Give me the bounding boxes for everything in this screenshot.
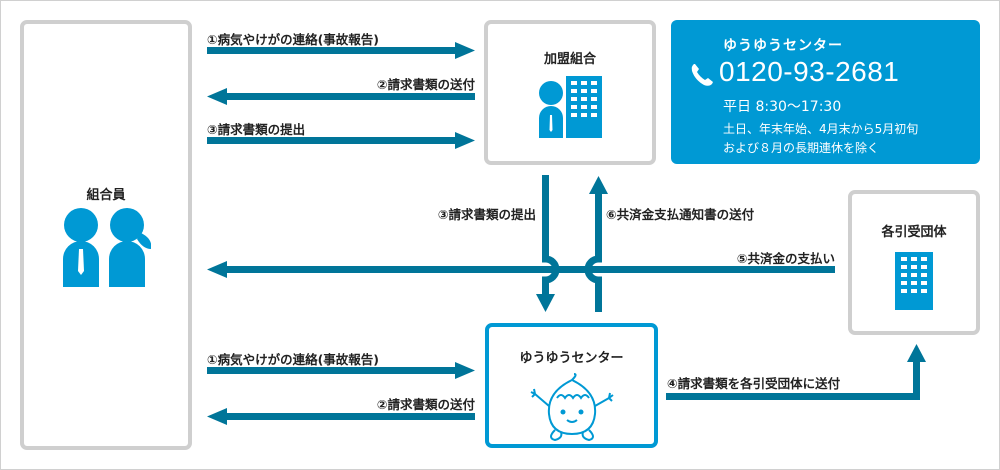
contact-note-1: 土日、年末年始、4月末から5月初旬	[723, 122, 919, 136]
arrow-member-to-union-3	[207, 132, 475, 149]
flow-label-center-to-member-2: ②請求書類の送付	[376, 397, 475, 412]
arrow-center-to-insurers-4	[666, 344, 926, 400]
arrow-center-to-union-6	[584, 192, 602, 312]
flow-label-union-to-member-2: ②請求書類の送付	[376, 77, 475, 92]
contact-panel: ゆうゆうセンター 0120-93-2681 平日 8:30～17:30 土日、年…	[671, 20, 980, 164]
person-building-icon	[539, 76, 602, 138]
contact-hours: 平日 8:30～17:30	[723, 99, 842, 115]
arrow-center-to-union-6-head	[589, 176, 608, 194]
flow-label-center-to-union-6: ⑥共済金支払通知書の送付	[606, 207, 755, 222]
center-box: ゆうゆうセンター	[485, 323, 658, 448]
flow-label-member-to-union-3: ③請求書類の提出	[207, 122, 306, 137]
flow-label-insurers-to-member-5: ⑤共済金の支払い	[736, 251, 835, 266]
arrow-member-to-center-1	[207, 362, 475, 379]
arrow-union-to-center-3-head	[536, 294, 555, 312]
insurers-label: 各引受団体	[881, 225, 947, 240]
member-label: 組合員	[86, 188, 126, 203]
arrow-center-to-member-2	[207, 408, 475, 425]
flow-label-center-to-insurers-4: ④請求書類を各引受団体に送付	[667, 376, 841, 391]
contact-phone-number[interactable]: 0120-93-2681	[719, 56, 900, 87]
building-icon	[895, 252, 933, 310]
contact-name: ゆうゆうセンター	[723, 38, 843, 54]
member-box: 組合員	[20, 20, 192, 450]
flow-label-member-to-union-1: ①病気やけがの連絡(事故報告)	[207, 32, 380, 47]
arrow-union-to-center-3	[542, 175, 560, 296]
flow-label-union-to-center-3: ③請求書類の提出	[437, 207, 536, 222]
union-box: 加盟組合	[484, 20, 656, 165]
two-people-icon	[63, 208, 151, 287]
phone-icon	[691, 64, 713, 86]
arrow-union-to-member-2	[207, 88, 475, 105]
center-label: ゆうゆうセンター	[519, 351, 624, 366]
arrow-insurers-to-member-5	[207, 261, 835, 278]
union-label: 加盟組合	[543, 52, 596, 67]
arrow-member-to-union-1	[207, 42, 475, 59]
insurers-box: 各引受団体	[848, 190, 980, 335]
contact-note-2: および８月の長期連休を除く	[723, 141, 880, 155]
flow-label-member-to-center-1: ①病気やけがの連絡(事故報告)	[207, 352, 380, 367]
mascot-icon	[530, 373, 614, 442]
